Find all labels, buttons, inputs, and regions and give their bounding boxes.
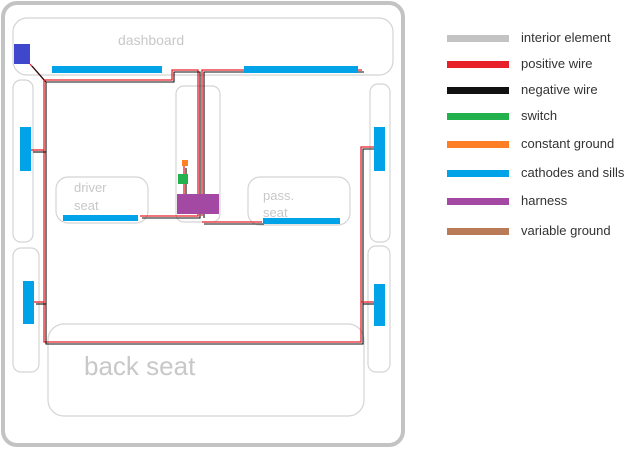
dashboard-label: dashboard (118, 32, 184, 48)
legend-swatch-harness (447, 198, 509, 205)
legend-item-constant-ground: constant ground (445, 134, 640, 154)
legend-swatch-cathodes (447, 170, 509, 177)
switch-block (178, 174, 188, 184)
passenger-seat-label-line2: seat (263, 205, 288, 220)
front-right-door-panel (369, 83, 391, 243)
front-left-door-panel (12, 79, 34, 243)
legend-item-negative-wire: negative wire (445, 80, 640, 100)
front-right-sill-cathode (374, 127, 385, 171)
legend-item-switch: switch (445, 106, 640, 126)
back-seat-outline (47, 323, 365, 417)
legend-swatch-variable-ground (447, 228, 509, 235)
driver-seat-label-line1: driver (74, 180, 107, 195)
legend-swatch-positive (447, 61, 509, 68)
legend-swatch-switch (447, 113, 509, 120)
wire-dash-top-positive (44, 69, 199, 217)
constant-ground-point (182, 160, 188, 166)
driver-seat-cathode (63, 215, 138, 221)
car-body-outline (1, 1, 405, 447)
legend-item-positive-wire: positive wire (445, 54, 640, 74)
controller-box (14, 44, 30, 64)
legend-label: constant ground (521, 136, 615, 151)
back-seat-label: back seat (84, 351, 196, 381)
legend-item-harness: harness (445, 191, 640, 211)
rear-right-sill-cathode (374, 284, 385, 326)
passenger-seat-cathode (263, 218, 340, 224)
legend-label: negative wire (521, 82, 598, 97)
driver-seat-outline (55, 176, 149, 224)
legend-item-variable-ground: variable ground (445, 221, 640, 241)
wire-controller-to-dash-negative (31, 65, 376, 345)
legend-item-interior-element: interior element (445, 28, 640, 48)
legend-label: switch (521, 108, 558, 123)
dashboard-left-cathode (52, 66, 162, 73)
legend-swatch-constant-ground (447, 141, 509, 148)
legend-swatch-negative (447, 87, 509, 94)
legend-label: variable ground (521, 223, 611, 238)
dashboard-outline (12, 17, 394, 76)
dashboard-right-cathode (244, 66, 358, 73)
driver-seat-label-line2: seat (74, 198, 99, 213)
legend-label: harness (521, 193, 568, 208)
legend-label: positive wire (521, 56, 593, 71)
passenger-seat-label-line1: pass. (263, 188, 294, 203)
harness-block (177, 194, 219, 214)
passenger-seat-outline (247, 176, 351, 226)
rear-left-door-panel (12, 247, 40, 373)
wire-dash-top-negative (46, 71, 201, 219)
legend-label: interior element (521, 30, 611, 45)
legend-label: cathodes and sills (521, 165, 625, 180)
legend-swatch-interior (447, 35, 509, 42)
front-left-sill-cathode (20, 127, 31, 171)
rear-right-door-panel (367, 245, 391, 373)
rear-left-sill-cathode (23, 281, 34, 324)
legend-item-cathodes-and-sills: cathodes and sills (445, 163, 640, 183)
